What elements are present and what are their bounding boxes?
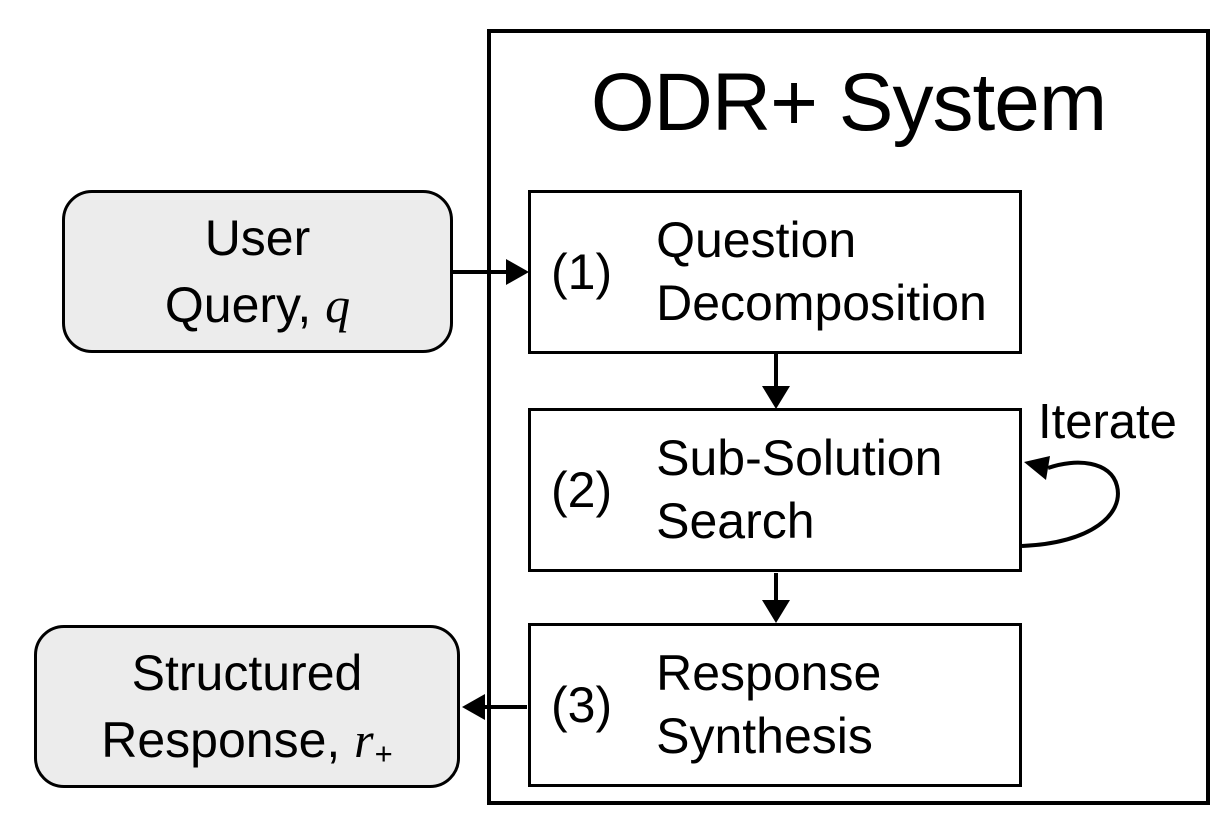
user-query-line2-text: Query, xyxy=(164,276,326,333)
structured-response-line2-text: Response, xyxy=(101,711,355,768)
node-user-query: User Query, q xyxy=(62,190,453,353)
step3-line2: Synthesis xyxy=(656,708,873,764)
step1-line2: Decomposition xyxy=(656,275,987,331)
user-query-line1: User xyxy=(204,209,311,266)
step2-line1: Sub-Solution xyxy=(656,430,943,486)
step2-line2: Search xyxy=(656,493,815,549)
node-step1-question-decomposition: (1) Question Decomposition xyxy=(528,190,1022,354)
node-step2-sub-solution-search: (2) Sub-Solution Search xyxy=(528,408,1022,572)
user-query-variable: q xyxy=(325,276,351,333)
step2-number: (2) xyxy=(551,462,613,518)
step1-label: Question Decomposition xyxy=(656,209,987,335)
step2-label: Sub-Solution Search xyxy=(656,427,942,553)
step3-label: Response Synthesis xyxy=(656,642,881,768)
iterate-label: Iterate xyxy=(1038,395,1177,449)
structured-response-subscript: + xyxy=(374,735,393,771)
structured-response-variable: r xyxy=(354,711,374,768)
step3-line1: Response xyxy=(656,645,882,701)
structured-response-line1: Structured xyxy=(131,644,363,701)
step1-line1: Question xyxy=(656,212,857,268)
system-title: ODR+ System xyxy=(590,57,1107,148)
step3-number: (3) xyxy=(551,677,613,733)
node-structured-response: Structured Response, r+ xyxy=(34,625,460,788)
user-query-line2: Query, q xyxy=(165,272,350,339)
structured-response-line2: Response, r+ xyxy=(101,707,393,774)
step1-number: (1) xyxy=(551,244,613,300)
node-step3-response-synthesis: (3) Response Synthesis xyxy=(528,623,1022,787)
odr-system-box xyxy=(487,29,1210,805)
